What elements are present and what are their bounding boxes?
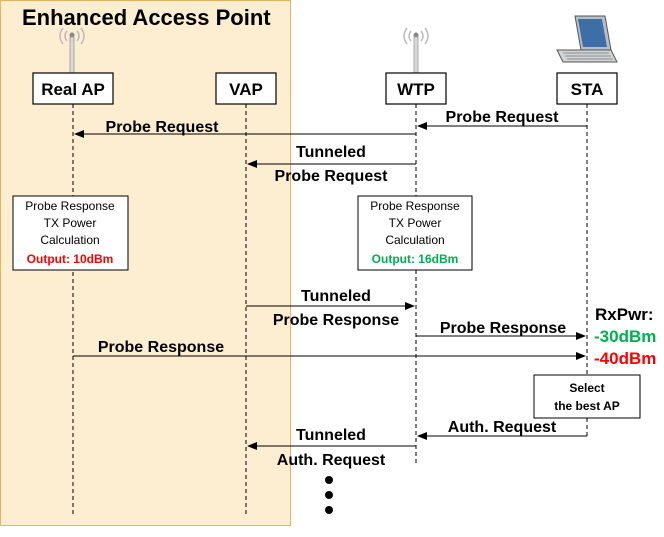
message-wtp-to-vap-tunneled-probe-request: Tunneled Probe Request: [247, 144, 416, 185]
entity-label: STA: [571, 80, 604, 99]
entity-sta: STA: [556, 72, 618, 105]
message-wtp-to-sta-probe-response: Probe Response: [416, 320, 586, 340]
note-output: Output: 16dBm: [372, 252, 459, 266]
rxpwr-value: -30dBm: [594, 327, 656, 346]
message-wtp-to-vap-tunneled-auth-request: Tunneled Auth. Request: [247, 427, 416, 469]
note-line: TX Power: [389, 216, 442, 230]
message-sta-to-wtp-auth-request: Auth. Request: [417, 419, 587, 440]
message-wtp-to-real-ap-probe-request: Probe Request: [74, 119, 416, 138]
message-label: Tunneled: [296, 427, 366, 444]
message-label-line2: Probe Response: [273, 312, 399, 329]
note-line: Probe Response: [25, 199, 115, 213]
note-real-ap-tx-power-calculation: Probe Response TX Power Calculation Outp…: [12, 195, 129, 271]
message-label: Probe Request: [106, 119, 220, 136]
continuation-dots: [325, 476, 333, 514]
message-label: Auth. Request: [448, 419, 557, 436]
message-vap-to-wtp-tunneled-probe-response: Tunneled Probe Response: [246, 288, 415, 329]
message-label-line2: Probe Request: [275, 168, 389, 185]
region-title: Enhanced Access Point: [22, 5, 271, 30]
rxpwr-annotation: RxPwr: -30dBm -40dBm: [594, 305, 656, 368]
entity-label: WTP: [397, 80, 435, 99]
note-line: Calculation: [40, 233, 99, 247]
note-line: Select: [569, 381, 604, 395]
entity-label: VAP: [229, 80, 263, 99]
message-label-line2: Auth. Request: [277, 452, 386, 469]
entity-wtp: WTP: [385, 72, 447, 105]
message-real-ap-to-sta-probe-response: Probe Response: [73, 339, 586, 360]
entity-label: Real AP: [41, 80, 105, 99]
note-line: the best AP: [554, 399, 620, 413]
note-wtp-tx-power-calculation: Probe Response TX Power Calculation Outp…: [357, 195, 473, 271]
antenna-icon: [403, 27, 429, 74]
note-sta-select-best-ap: Select the best AP: [533, 374, 641, 419]
message-label: Tunneled: [301, 288, 371, 305]
message-label: Probe Request: [446, 109, 560, 126]
message-label: Probe Response: [440, 320, 566, 337]
rxpwr-label: RxPwr:: [595, 305, 654, 324]
message-sta-to-wtp-probe-request: Probe Request: [417, 109, 587, 130]
rxpwr-value: -40dBm: [594, 349, 656, 368]
message-label: Probe Response: [98, 339, 224, 356]
laptop-icon: [556, 15, 618, 63]
note-line: Calculation: [385, 233, 444, 247]
note-line: Probe Response: [370, 199, 460, 213]
entity-vap: VAP: [215, 72, 277, 105]
entity-real-ap: Real AP: [32, 72, 114, 105]
message-label: Tunneled: [296, 144, 366, 161]
note-line: TX Power: [44, 216, 97, 230]
note-output: Output: 10dBm: [27, 252, 114, 266]
